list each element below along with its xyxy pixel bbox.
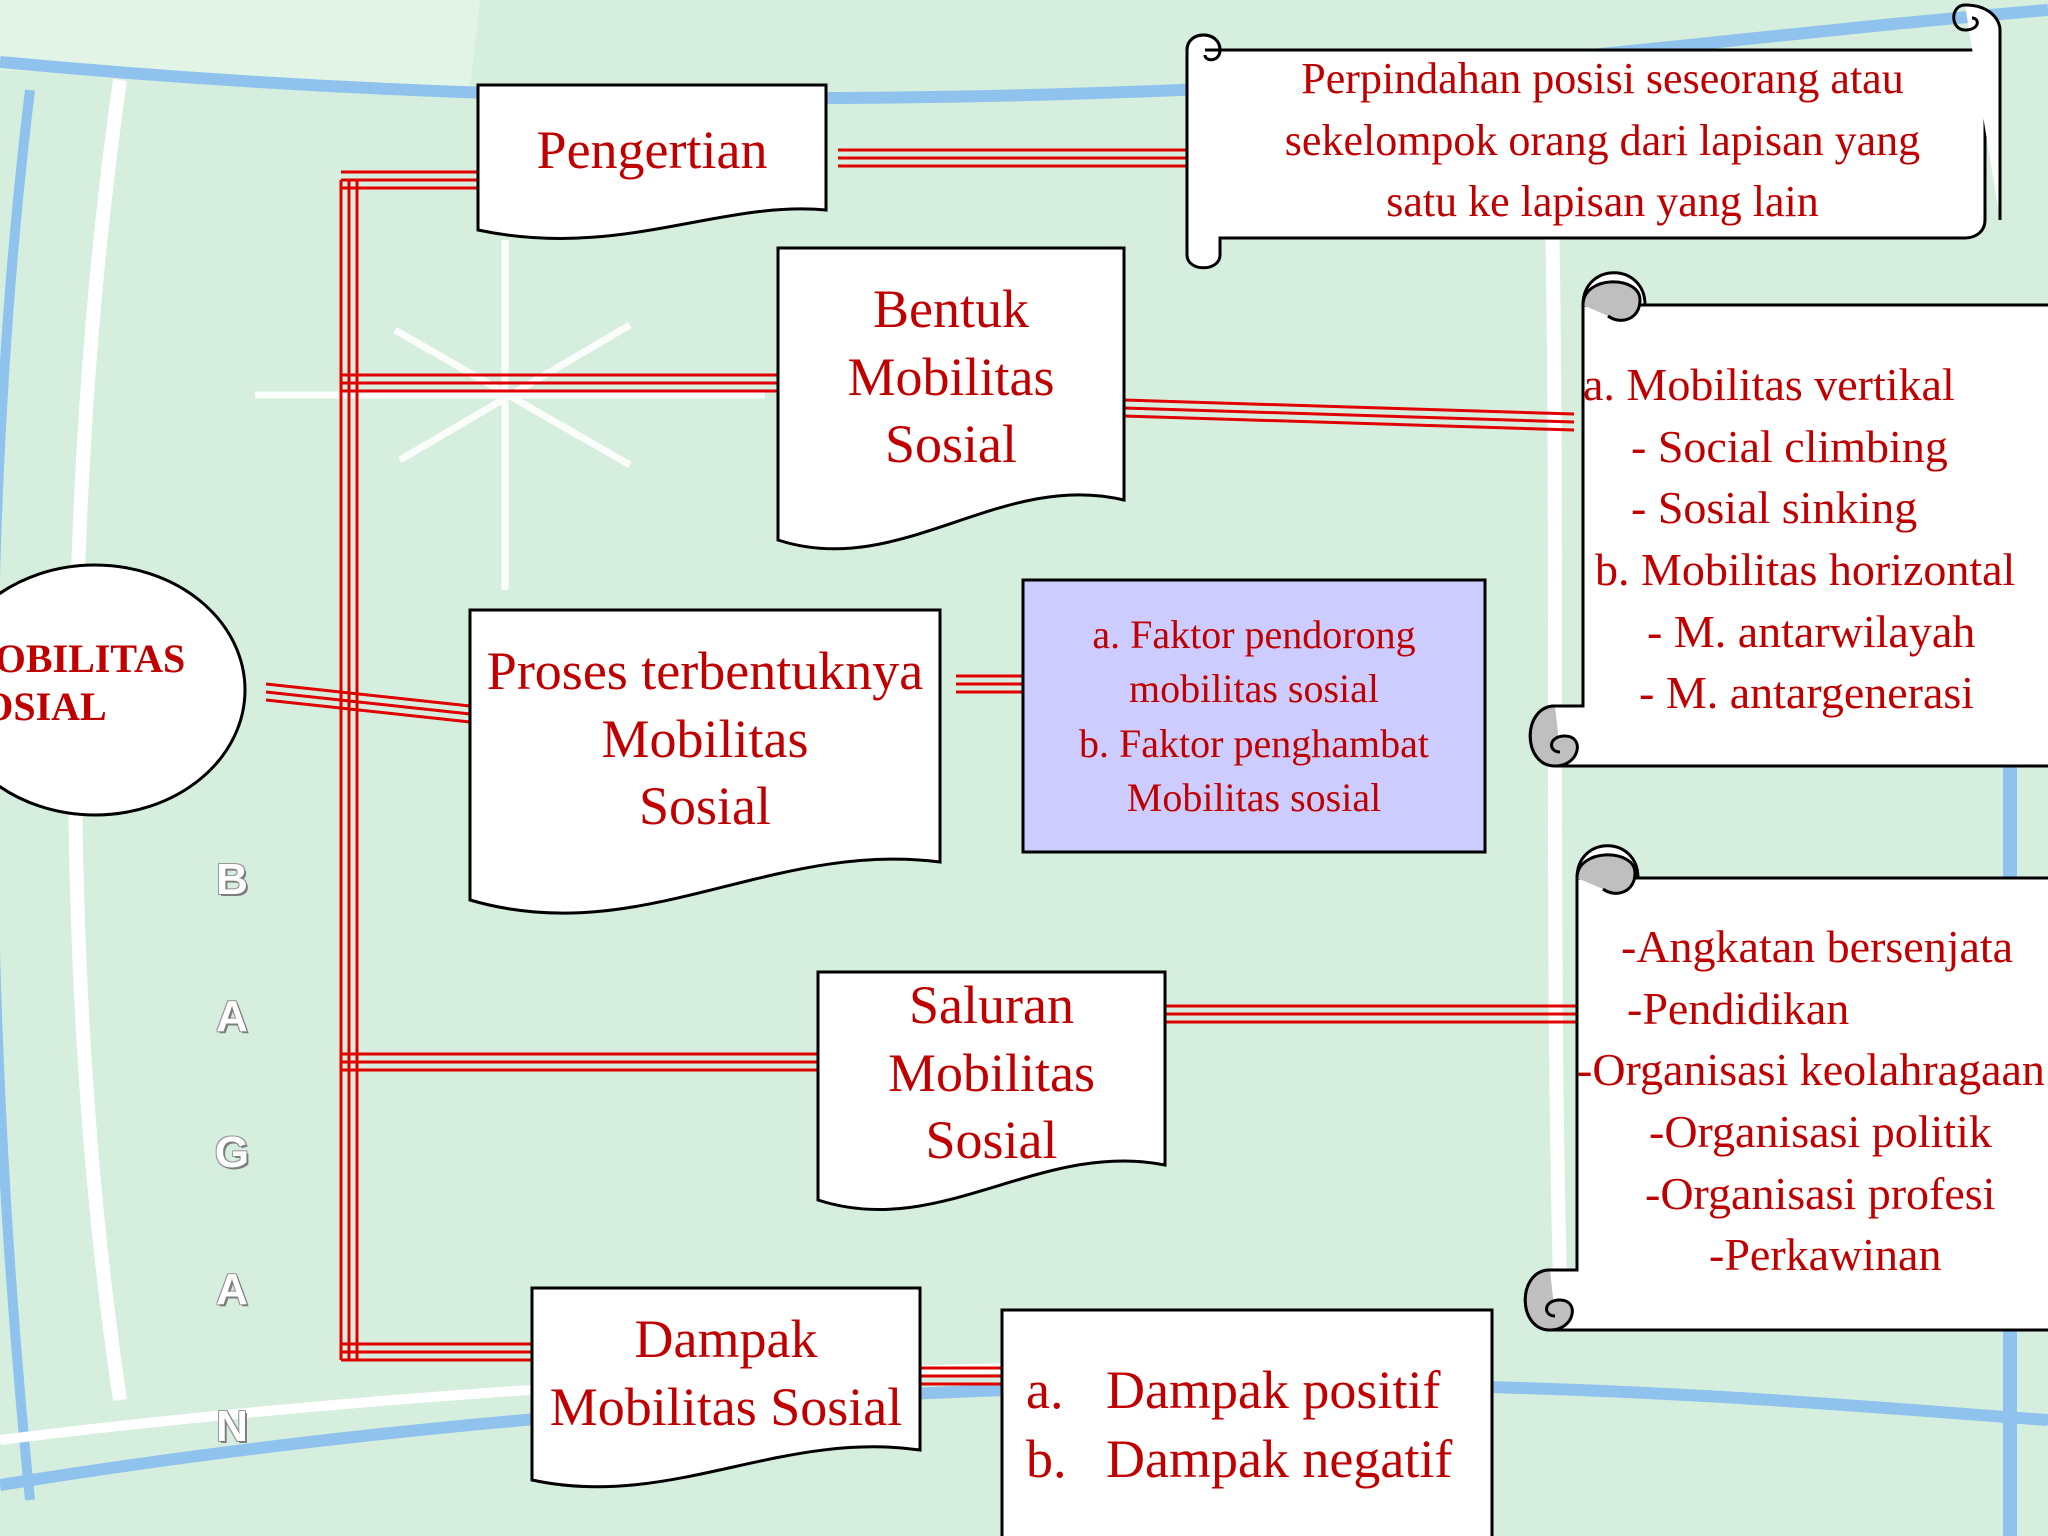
box-bentuk: Bentuk Mobilitas Sosial — [778, 276, 1124, 479]
box-saluran-line2: Mobilitas — [887, 1042, 1095, 1103]
bagan-letter-4: A — [216, 1265, 248, 1314]
bagan-letter-5: N — [216, 1402, 248, 1451]
saluran-item-2: -Pendidikan — [1627, 982, 1850, 1034]
bentuk-item-6: - M. antargenerasi — [1639, 667, 1975, 719]
box-proses-shape — [468, 608, 942, 915]
saluran-item-4: -Organisasi politik — [1649, 1105, 1992, 1157]
bentuk-list: a. Mobilitas vertikal - Social climbing … — [1583, 354, 2043, 724]
box-bentuk-shape — [776, 246, 1126, 551]
scroll-saluran — [1523, 844, 2048, 1332]
definition-line3: satu ke lapisan yang lain — [1386, 177, 1819, 227]
pengertian-definition: Perpindahan posisi seseorang atau sekelo… — [1220, 48, 1985, 233]
bentuk-item-4: b. Mobilitas horizontal — [1595, 543, 2016, 595]
dampak-item-2-marker: b. — [1026, 1429, 1067, 1490]
box-bentuk-line1: Bentuk — [873, 279, 1029, 339]
box-proses: Proses terbentuknya Mobilitas Sosial — [470, 638, 940, 841]
faktor-list: a. Faktor pendorong mobilitas sosial b. … — [1023, 608, 1485, 826]
box-dampak-line2: Mobilitas Sosial — [549, 1376, 903, 1437]
dampak-item-1-text: Dampak positif — [1106, 1360, 1441, 1420]
connectors — [265, 148, 1594, 1386]
bagan-letter-2: A — [216, 992, 248, 1041]
dampak-item-2: b. Dampak negatif — [1026, 1425, 1492, 1494]
box-saluran-line3: Sosial — [925, 1110, 1058, 1170]
bentuk-item-3: - Sosial sinking — [1631, 482, 1918, 534]
definition-line2: sekelompok orang dari lapisan yang — [1284, 115, 1921, 165]
saluran-item-5: -Organisasi profesi — [1645, 1167, 1996, 1219]
faktor-item-4: Mobilitas sosial — [1126, 775, 1382, 821]
box-proses-line2: Mobilitas — [601, 708, 809, 769]
bagan-letter-3: G — [214, 1128, 250, 1177]
box-saluran-shape — [816, 970, 1167, 1211]
dampak-item-1: a. Dampak positif — [1026, 1356, 1492, 1425]
star-decoration — [255, 240, 765, 590]
bagan-letter-1: B — [216, 855, 248, 904]
box-saluran-line1: Saluran — [909, 975, 1074, 1035]
faktor-item-2: mobilitas sosial — [1129, 666, 1379, 712]
scroll-bentuk — [1528, 271, 2048, 768]
box-pengertian-label: Pengertian — [536, 120, 768, 180]
faktor-item-3: b. Faktor penghambat — [1079, 720, 1429, 766]
definition-line1: Perpindahan posisi seseorang atau — [1301, 54, 1904, 103]
scroll-pengertian — [1185, 3, 2002, 270]
bentuk-item-2: - Social climbing — [1631, 420, 1948, 472]
box-pengertian-shape — [476, 83, 828, 240]
central-title-line1: OBILITAS — [0, 636, 186, 681]
central-title: OBILITAS SOSIAL — [0, 635, 220, 731]
saluran-list: -Angkatan bersenjata -Pendidikan -Organi… — [1577, 916, 2047, 1286]
central-title-line2: SOSIAL — [0, 684, 107, 729]
box-dampak-line1: Dampak — [634, 1309, 818, 1369]
dampak-item-1-marker: a. — [1026, 1360, 1064, 1420]
saluran-item-1: -Angkatan bersenjata — [1621, 921, 2014, 972]
bentuk-item-5: - M. antarwilayah — [1647, 605, 1976, 657]
box-bentuk-line2: Mobilitas — [847, 346, 1055, 407]
box-faktor-shape — [1021, 578, 1487, 854]
box-dampak-list-shape — [1000, 1308, 1494, 1536]
box-proses-line3: Sosial — [638, 776, 772, 836]
saluran-item-3: -Organisasi keolahragaan — [1577, 1044, 2045, 1096]
bentuk-item-1: a. Mobilitas vertikal — [1583, 359, 1955, 410]
dampak-item-2-text: Dampak negatif — [1106, 1429, 1453, 1490]
road-blue-top — [0, 4, 2048, 105]
box-dampak-shape — [530, 1286, 922, 1489]
box-saluran: Saluran Mobilitas Sosial — [818, 972, 1165, 1175]
central-oval — [0, 563, 247, 817]
faktor-item-1: a. Faktor pendorong — [1092, 612, 1416, 657]
box-proses-line1: Proses terbentuknya — [486, 641, 924, 701]
box-bentuk-line3: Sosial — [884, 414, 1018, 474]
road-blue-left — [0, 89, 35, 1501]
box-dampak: Dampak Mobilitas Sosial — [532, 1306, 920, 1441]
dampak-list: a. Dampak positif b. Dampak negatif — [1026, 1356, 1492, 1494]
saluran-item-6: -Perkawinan — [1709, 1229, 1942, 1281]
